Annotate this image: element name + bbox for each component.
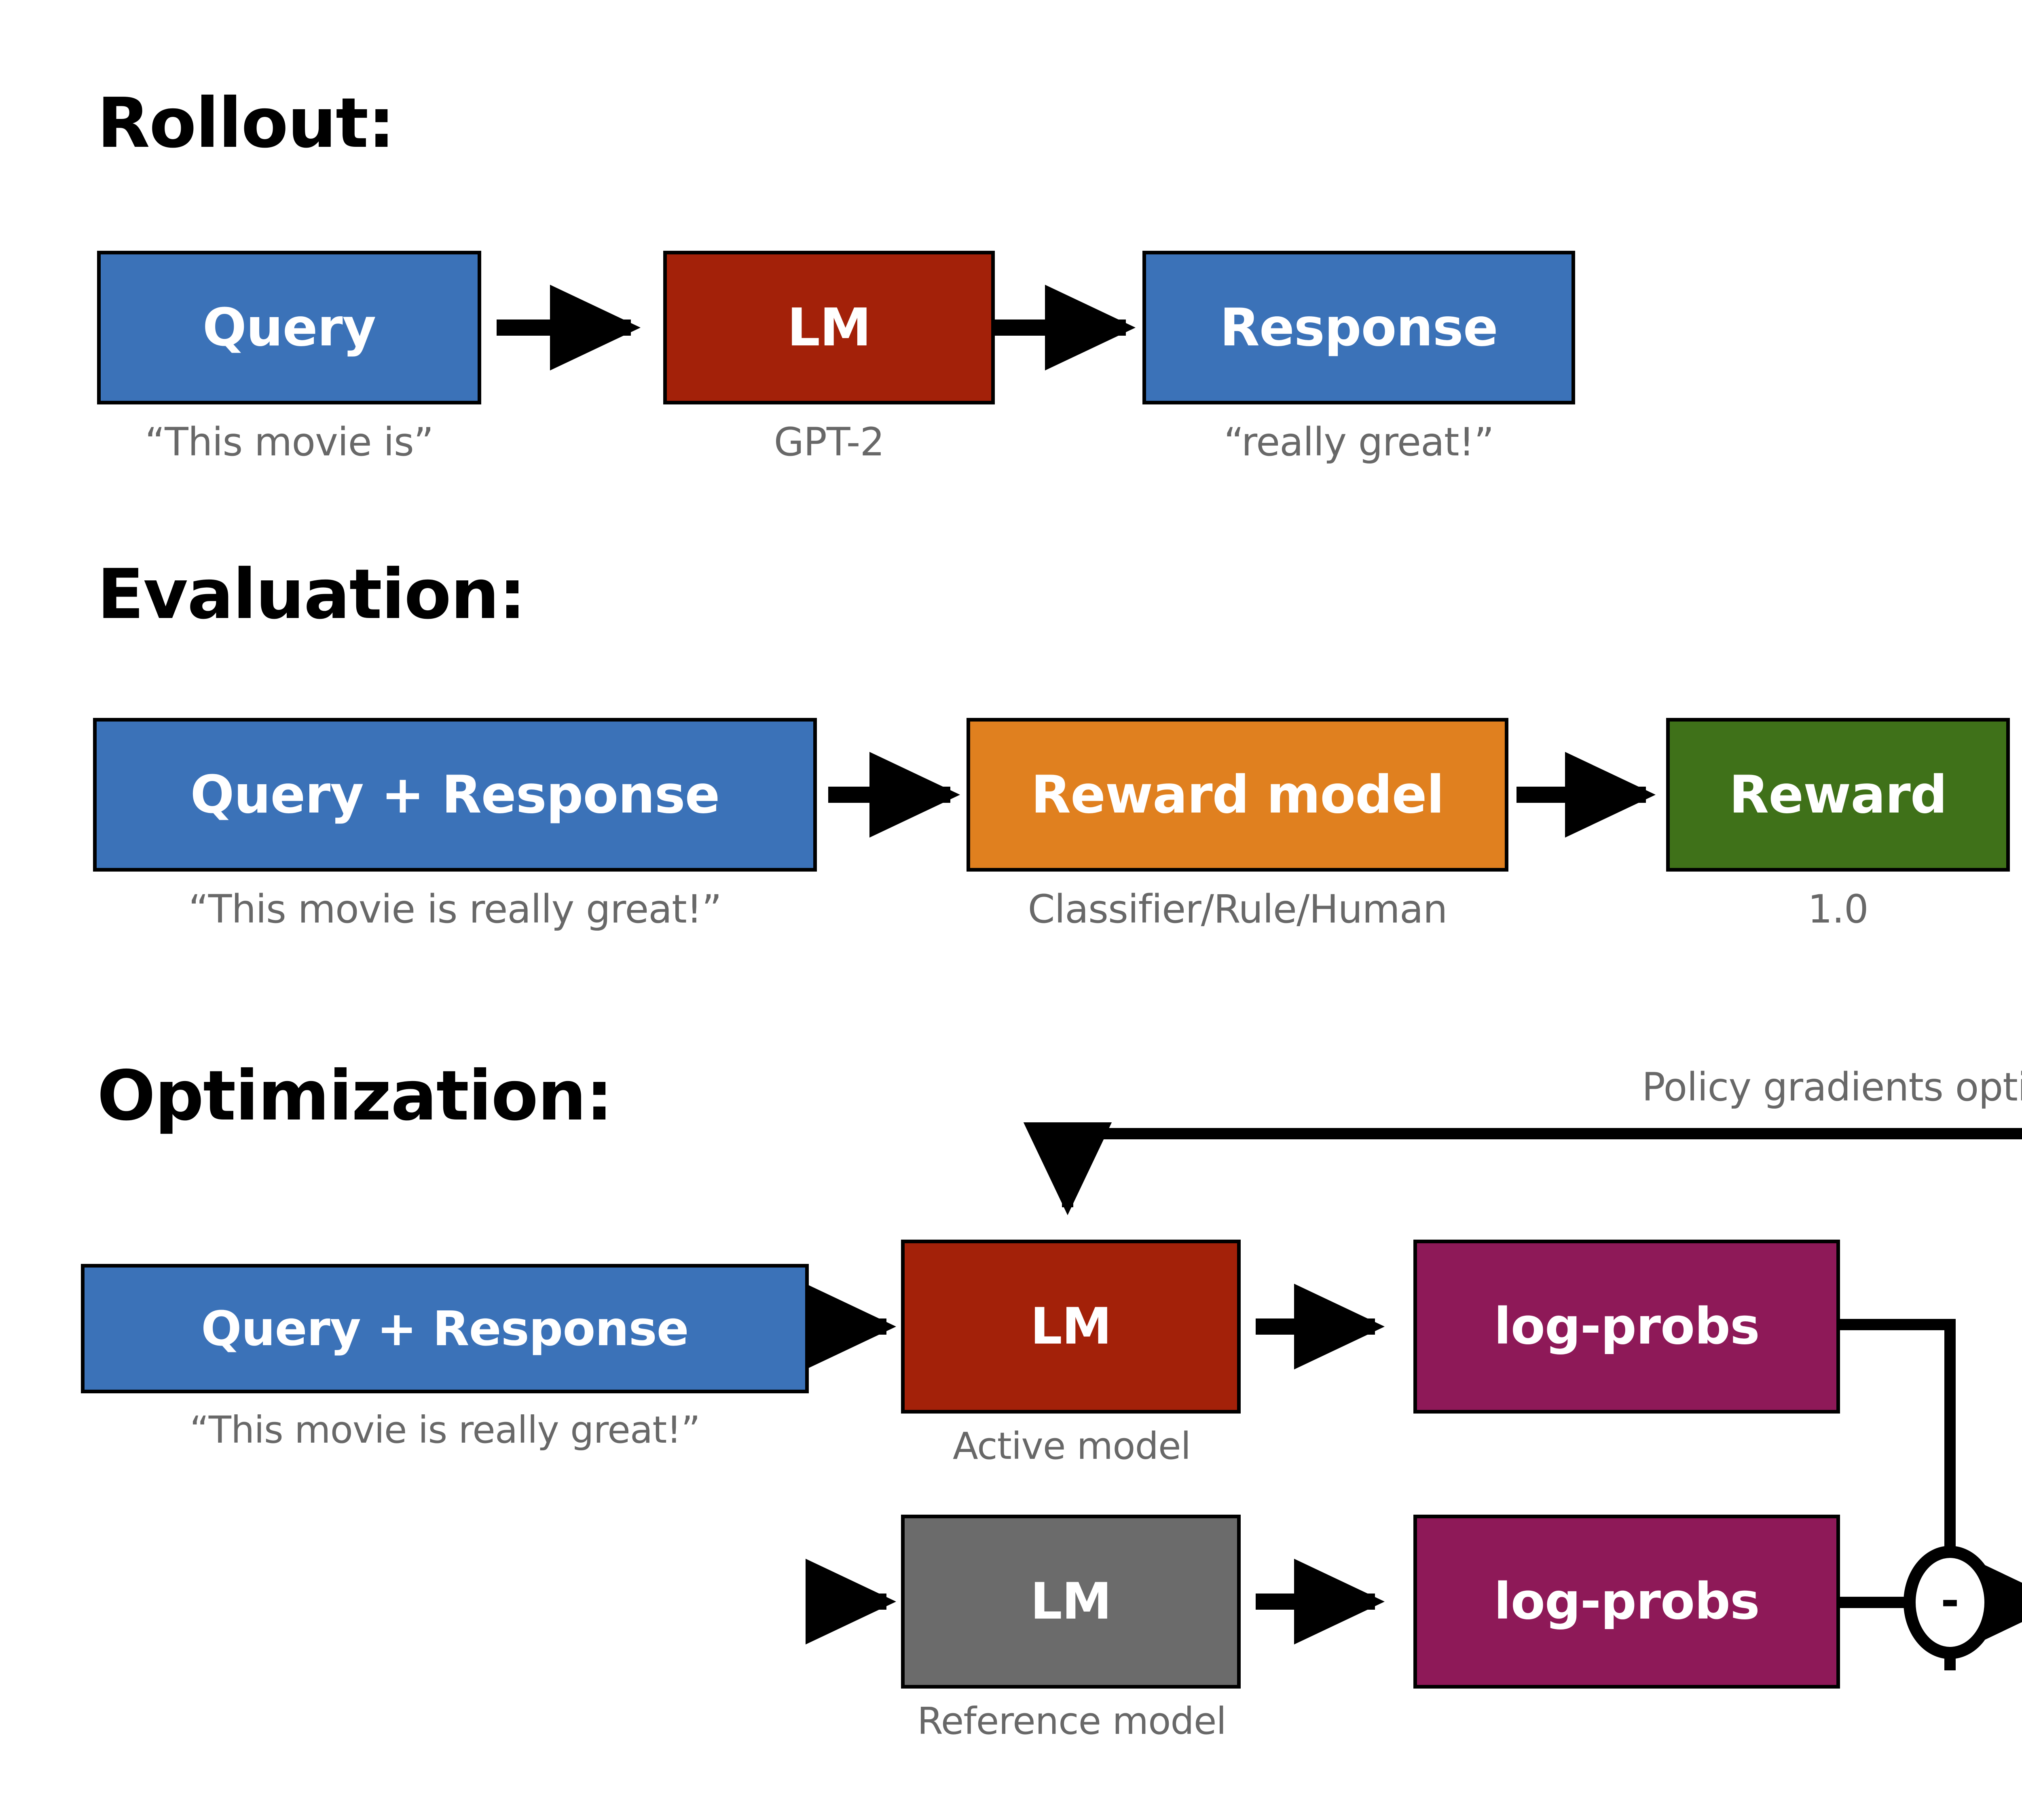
caption-rollout-lm: GPT-2 (774, 419, 885, 465)
caption-reward-eval: 1.0 (1808, 887, 1869, 932)
minus-operator-circle (1904, 1546, 1997, 1659)
node-query-response-eval[interactable]: Query + Response (93, 718, 817, 872)
policy-gradient-feedback-arrow (1023, 1122, 2022, 1215)
caption-response: “really great!” (1224, 419, 1494, 465)
section-title-rollout: Rollout: (97, 83, 395, 163)
node-logprobs-reference[interactable]: log-probs (1413, 1515, 1840, 1689)
node-reward-eval[interactable]: Reward (1666, 718, 2010, 872)
node-query-response-eval-label: Query + Response (190, 764, 720, 825)
node-query-label: Query (202, 297, 376, 358)
section-title-optimization: Optimization: (97, 1056, 613, 1136)
section-title-evaluation: Evaluation: (97, 554, 526, 635)
label-policy-gradients: Policy gradients optimize model (1642, 1064, 2022, 1110)
node-response-label: Response (1220, 297, 1498, 358)
node-rollout-lm[interactable]: LM (663, 251, 995, 404)
node-reward-model[interactable]: Reward model (967, 718, 1508, 872)
node-logprobs-reference-label: log-probs (1494, 1572, 1760, 1631)
caption-query: “This movie is” (145, 419, 434, 465)
node-lm-active[interactable]: LM (901, 1240, 1241, 1414)
minus-operator-glyph: - (1941, 1575, 1959, 1627)
node-reward-model-label: Reward model (1031, 764, 1445, 825)
caption-query-response-eval: “This movie is really great!” (188, 887, 722, 932)
node-query-response-opt-label: Query + Response (201, 1301, 689, 1357)
node-lm-active-label: LM (1030, 1297, 1112, 1356)
node-rollout-lm-label: LM (787, 297, 871, 358)
caption-reward-model: Classifier/Rule/Human (1028, 887, 1447, 932)
node-logprobs-active-label: log-probs (1494, 1297, 1760, 1356)
optimization-input-arrows (806, 1284, 896, 1644)
node-response[interactable]: Response (1142, 251, 1575, 404)
node-reward-eval-label: Reward (1729, 764, 1948, 825)
node-logprobs-active[interactable]: log-probs (1413, 1240, 1840, 1414)
caption-query-response-opt: “This movie is really great!” (190, 1408, 700, 1452)
node-query[interactable]: Query (97, 251, 481, 404)
caption-lm-reference: Reference model (917, 1699, 1227, 1743)
node-query-response-opt[interactable]: Query + Response (81, 1264, 809, 1393)
caption-lm-active: Active model (952, 1424, 1191, 1468)
node-lm-reference-label: LM (1030, 1572, 1112, 1631)
lm-to-logprobs-arrows (1256, 1284, 1385, 1644)
node-lm-reference[interactable]: LM (901, 1515, 1241, 1689)
